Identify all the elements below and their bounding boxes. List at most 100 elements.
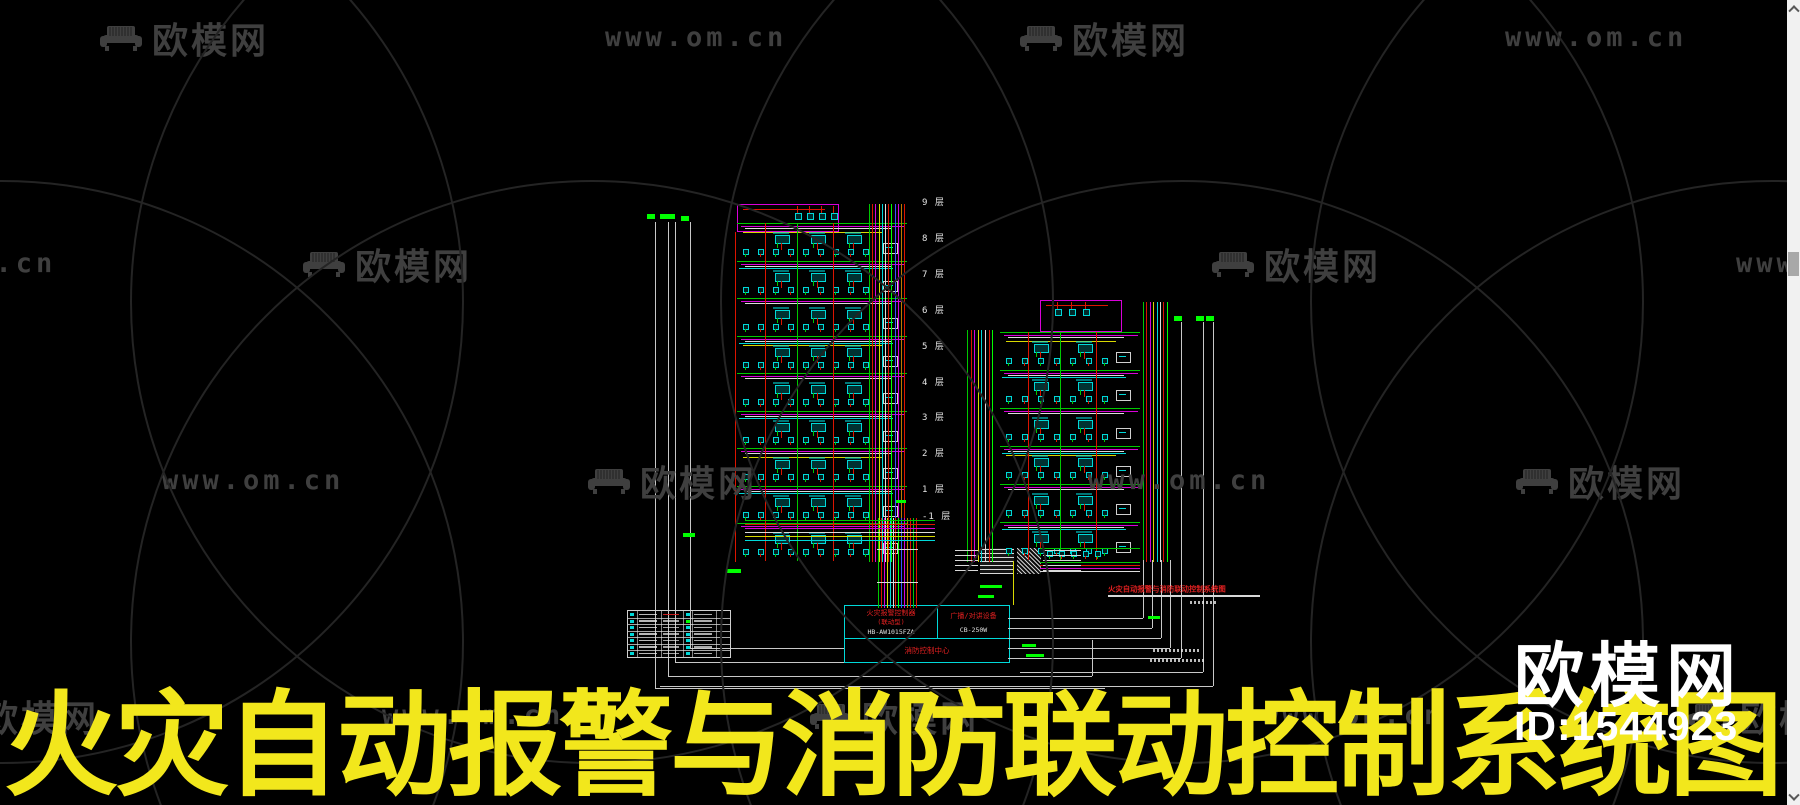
- wire-green: [813, 543, 814, 548]
- detector-device: [743, 361, 749, 368]
- bundle-tick: [897, 549, 901, 550]
- bundle-tick: [879, 549, 883, 550]
- riser-red: [735, 232, 736, 562]
- device-tick: [1024, 477, 1025, 480]
- repeater-panel: [883, 468, 898, 479]
- floor-bus-magenta: [741, 526, 905, 527]
- drawing-note-1: [1153, 649, 1199, 652]
- module-box: [1034, 382, 1049, 391]
- riser-red: [833, 223, 834, 261]
- detector-device: [863, 361, 869, 368]
- wire-green: [849, 243, 850, 248]
- wire-red: [1040, 542, 1041, 549]
- device-tick: [1088, 515, 1089, 518]
- module-label: [1076, 379, 1092, 381]
- bundle-wire: [878, 518, 879, 608]
- floor-bus-yellow: [1006, 455, 1116, 456]
- device-tick: [775, 554, 776, 557]
- riser-red: [833, 260, 834, 298]
- floor-bus-green: [737, 448, 907, 449]
- detector-device: [1006, 434, 1012, 440]
- service-line: [1161, 560, 1162, 638]
- control-center-label: 消防控制中心: [904, 646, 950, 655]
- module-label: [1076, 455, 1092, 457]
- riser-green: [797, 224, 798, 261]
- control-center-box: 消防控制中心: [845, 638, 1009, 662]
- wire-green: [777, 280, 778, 286]
- detector-device: [743, 474, 749, 480]
- device-tick: [745, 516, 746, 520]
- vertical-scrollbar[interactable]: [1787, 0, 1800, 805]
- detector-device: [773, 249, 779, 255]
- floor-bus-magenta: [741, 376, 905, 377]
- riser-red: [1096, 484, 1097, 522]
- module-label: [809, 307, 825, 309]
- device-tick: [1056, 515, 1057, 518]
- wire-red: [853, 318, 854, 325]
- service-line: [1020, 672, 1203, 673]
- detector-device: [788, 324, 794, 330]
- device-tick: [835, 516, 836, 520]
- module-label: [773, 232, 789, 234]
- detector-device: [818, 511, 824, 518]
- legend-text-smudge: [694, 646, 712, 648]
- scroll-down-button[interactable]: [1787, 789, 1800, 805]
- floor-bus-magenta: [1004, 525, 1138, 526]
- detector-device: [1102, 472, 1108, 478]
- device-tick: [760, 254, 761, 257]
- wire-red: [781, 280, 782, 288]
- bundle-wire: [907, 518, 908, 608]
- legend-text-smudge: [694, 652, 712, 655]
- bundle-tick: [908, 549, 912, 550]
- antenna-icon: [660, 214, 668, 219]
- wire-red: [853, 243, 854, 250]
- device-tick: [745, 554, 746, 557]
- repeater-panel: [883, 430, 898, 442]
- riser-line: [904, 204, 906, 562]
- device-tick: [1056, 363, 1057, 366]
- legend-text-smudge: [663, 620, 679, 622]
- wire-red: [853, 355, 854, 363]
- detector-device: [1095, 551, 1101, 557]
- scroll-up-button[interactable]: [1787, 0, 1800, 16]
- riser-green: [797, 449, 798, 486]
- detector-device: [1059, 551, 1065, 557]
- device-tick: [850, 254, 851, 257]
- device-tick: [805, 441, 806, 445]
- detector-device: [1006, 358, 1012, 364]
- legend-text-smudge: [639, 652, 657, 655]
- detector-device: [1054, 510, 1060, 516]
- legend-symbol: [686, 639, 690, 643]
- floor-bus-magenta: [741, 226, 905, 227]
- floor-bus-cyan: [739, 267, 893, 269]
- bundle-wire: [909, 518, 911, 608]
- detector-device: [803, 399, 809, 405]
- broadcast-model: CB-250W: [959, 626, 988, 634]
- detector-device: [863, 436, 869, 443]
- service-line: [668, 676, 1092, 677]
- wire-red: [1040, 390, 1041, 397]
- wire-red: [833, 206, 834, 213]
- riser-red: [833, 485, 834, 523]
- repeater-panel: [883, 318, 898, 329]
- legend-text-smudge: [694, 613, 712, 615]
- device-tick: [850, 404, 851, 407]
- detector-device: [803, 511, 809, 518]
- legend-symbol: [686, 645, 690, 649]
- device-tick: [1097, 556, 1098, 559]
- floor-label: 3 层: [922, 413, 945, 423]
- floor-bus-green: [1000, 446, 1140, 447]
- legend-grid: [637, 611, 638, 657]
- device-tick: [1072, 401, 1073, 404]
- service-line: [1008, 628, 1152, 629]
- device-tick: [1008, 477, 1009, 480]
- bundle-wire: [895, 518, 897, 608]
- scrollbar-thumb[interactable]: [1788, 252, 1799, 276]
- service-line: [1181, 322, 1182, 658]
- terminal-line: [1043, 555, 1081, 556]
- detector-device: [1038, 434, 1044, 440]
- riser-red: [1028, 332, 1029, 370]
- riser-line: [1149, 302, 1151, 562]
- legend-grid: [628, 630, 730, 632]
